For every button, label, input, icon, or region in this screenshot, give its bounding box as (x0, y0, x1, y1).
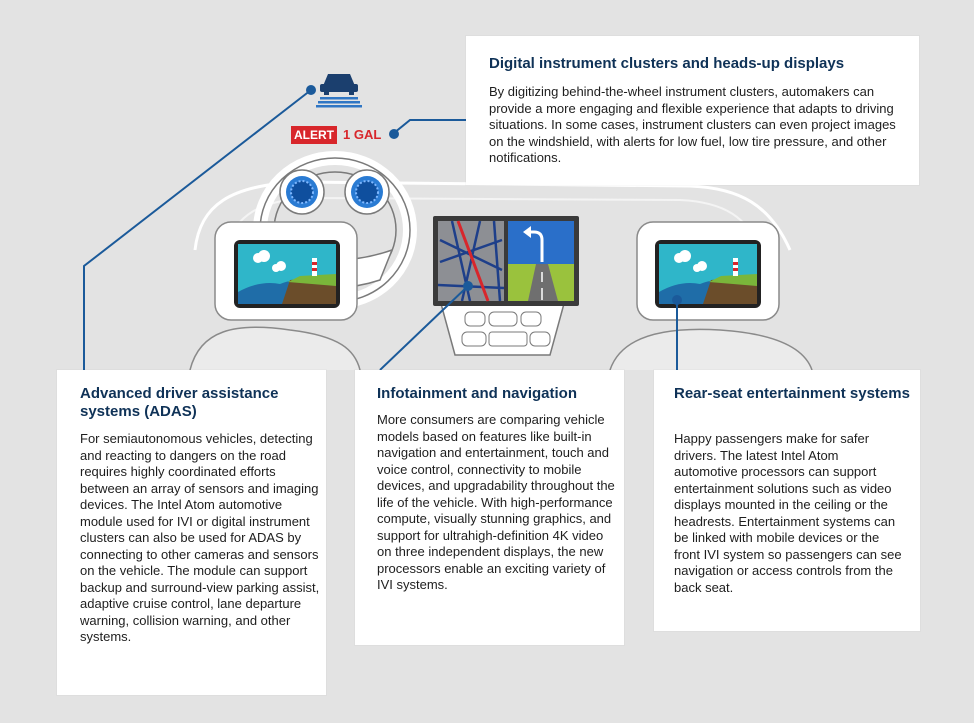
lighthouse-scene-icon (238, 244, 336, 304)
connector-dots (306, 85, 682, 305)
rear-seat-title: Rear-seat entertainment systems (674, 385, 910, 402)
adas-card: Advanced driver assistance systems (ADAS… (57, 370, 326, 695)
hud-card: Digital instrument clusters and heads-up… (466, 36, 919, 185)
infotainment-title: Infotainment and navigation (377, 385, 578, 402)
center-console (439, 299, 566, 356)
connector-lines (83, 89, 678, 371)
alert-label: ALERT (291, 126, 337, 144)
right-seat (609, 221, 813, 371)
hud-title: Digital instrument clusters and heads-up… (489, 55, 845, 72)
rear-seat-body: Happy passengers make for safer drivers.… (674, 431, 902, 595)
gauge-icon (279, 169, 390, 215)
adas-body: For semiautonomous vehicles, detecting a… (80, 431, 320, 644)
adas-title: Advanced driver assistance systems (ADAS… (80, 385, 279, 420)
left-seat (189, 221, 361, 371)
rear-seat-card: Rear-seat entertainment systems Happy pa… (654, 370, 920, 631)
lighthouse-scene-icon (659, 244, 757, 304)
infotainment-screen (433, 216, 579, 306)
infotainment-card: Infotainment and navigation More consume… (355, 370, 624, 645)
hud-body: By digitizing behind-the-wheel instrumen… (489, 84, 896, 165)
alert-value: 1 GAL (343, 127, 382, 142)
car-lane-icon (316, 74, 362, 108)
turn-arrow-icon (508, 221, 574, 301)
infotainment-body: More consumers are comparing vehicle mod… (377, 412, 615, 592)
